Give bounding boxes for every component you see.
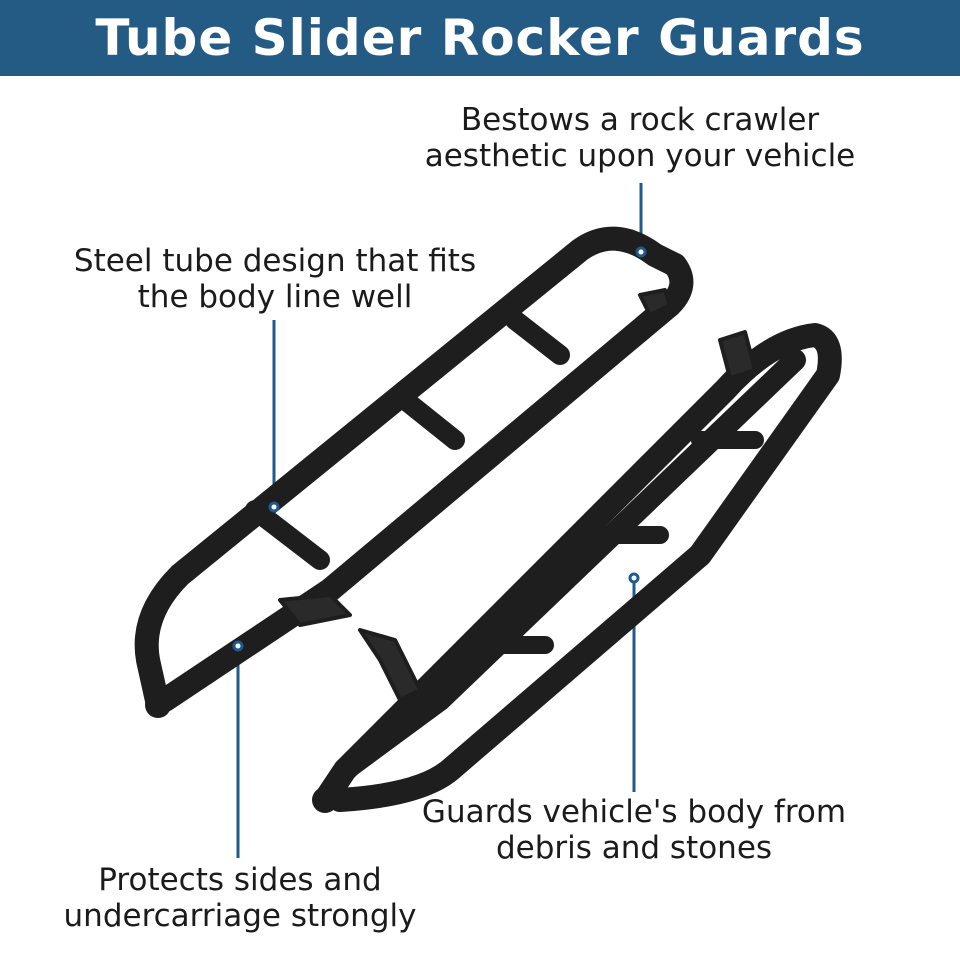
leader-dot-protects — [232, 640, 244, 652]
callout-protects-line-1: Protects sides and — [98, 862, 382, 898]
leader-dot-guards — [628, 572, 640, 584]
callout-guards-line-1: Guards vehicle's body from — [421, 794, 847, 830]
callout-protects-line-2: undercarriage strongly — [63, 898, 417, 934]
callout-aesthetic-line-1: Bestows a rock crawler — [460, 102, 820, 138]
callout-aesthetic-line-2: aesthetic upon your vehicle — [424, 138, 856, 174]
callout-guards-line-2: debris and stones — [495, 830, 773, 866]
leader-dot-aesthetic — [635, 246, 647, 258]
leader-dot-steel — [268, 501, 280, 513]
callout-guards: Guards vehicle's body from debris and st… — [408, 794, 860, 866]
callout-steel: Steel tube design that fits the body lin… — [60, 243, 490, 315]
callout-steel-line-2: the body line well — [137, 279, 413, 315]
right-slider — [312, 323, 842, 813]
callout-aesthetic: Bestows a rock crawler aesthetic upon yo… — [415, 102, 865, 174]
left-slider — [134, 226, 694, 718]
page-title: Tube Slider Rocker Guards — [95, 9, 865, 67]
title-banner: Tube Slider Rocker Guards — [0, 0, 960, 76]
callout-protects: Protects sides and undercarriage strongl… — [40, 862, 440, 934]
leader-dots — [232, 246, 647, 652]
callout-steel-line-1: Steel tube design that fits — [73, 243, 477, 279]
